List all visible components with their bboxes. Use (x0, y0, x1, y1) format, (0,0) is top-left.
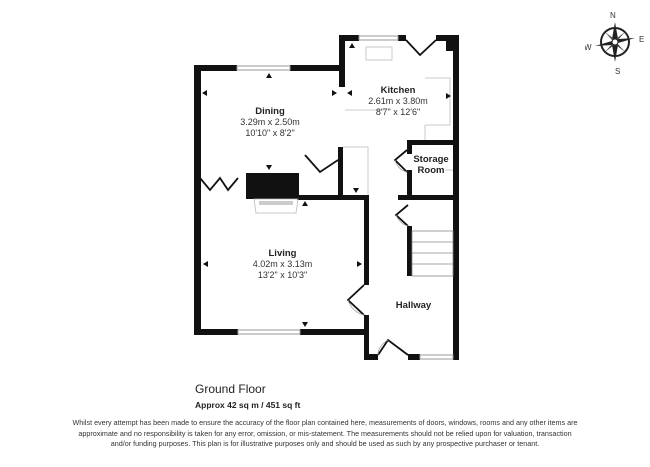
room-label-storage: Storage Room (408, 154, 454, 176)
floor-area: Approx 42 sq m / 451 sq ft (195, 400, 301, 410)
compass-e: E (639, 35, 644, 44)
floor-title: Ground Floor (195, 382, 266, 396)
disclaimer: Whilst every attempt has been made to en… (72, 418, 578, 448)
room-imperial: 8'7" x 12'6" (375, 107, 421, 117)
door-swings (347, 159, 409, 356)
room-name: Storage (413, 154, 449, 165)
floor-plan (194, 35, 459, 360)
room-label-kitchen: Kitchen 2.61m x 3.80m 8'7" x 12'6" (348, 85, 448, 118)
room-label-dining: Dining 3.29m x 2.50m 10'10" x 8'2" (225, 106, 315, 139)
room-name: Living (268, 248, 297, 259)
compass-w: W (585, 43, 592, 52)
compass-rose-icon: N E S W (585, 11, 644, 75)
compass-s: S (615, 67, 620, 75)
room-metric: 3.29m x 2.50m (240, 117, 300, 127)
room-label-hallway: Hallway (386, 300, 441, 311)
room-imperial: 10'10" x 8'2" (245, 128, 295, 138)
compass-n: N (610, 11, 616, 20)
dimension-markers (202, 43, 451, 327)
room-name: Dining (255, 106, 285, 117)
stairs (411, 230, 454, 277)
walls (194, 35, 459, 360)
room-name: Kitchen (380, 85, 416, 96)
fixtures (253, 46, 453, 214)
room-metric: 4.02m x 3.13m (252, 259, 313, 269)
windows (236, 35, 454, 360)
room-imperial: 13'2" x 10'3" (257, 270, 308, 280)
room-metric: 2.61m x 3.80m (368, 96, 428, 106)
room-name-2: Room (417, 165, 445, 176)
room-label-living: Living 4.02m x 3.13m 13'2" x 10'3" (235, 248, 330, 281)
room-name: Hallway (395, 300, 432, 311)
